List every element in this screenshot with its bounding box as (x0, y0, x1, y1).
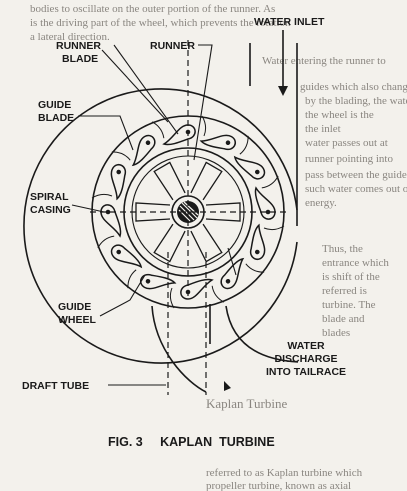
guide-blade (91, 193, 122, 238)
runner-blade (190, 223, 223, 263)
leader-lines (71, 44, 237, 386)
spiral-casing-outline (23, 88, 298, 364)
bg-line: blades (322, 327, 350, 339)
guide-blade (131, 121, 165, 167)
label-water-discharge-line3: INTO TAILRACE (266, 366, 346, 378)
bg-line: referred to as Kaplan turbine which (206, 467, 363, 479)
guide-blade (169, 278, 214, 309)
bg-line: referred is (322, 285, 367, 297)
bg-line: is the driving part of the wheel, which … (30, 17, 291, 29)
discharge-flow-line (225, 305, 299, 363)
label-water-discharge-line2: DISCHARGE (274, 353, 337, 365)
label-water-discharge-line1: WATER (287, 340, 325, 352)
label-guide-wheel-line1: GUIDE (58, 301, 91, 313)
bg-line: Thus, the (322, 243, 363, 255)
label-runner-blade-line1: RUNNER (56, 40, 101, 52)
background-page-text: bodies to oscillate on the outer portion… (30, 3, 407, 491)
guide-blade (110, 151, 131, 201)
bg-line: runner pointing into (305, 153, 393, 165)
label-runner: RUNNER (150, 40, 195, 52)
label-runner-blade-line2: BLADE (62, 53, 98, 65)
figure-caption: FIG. 3 KAPLAN TURBINE (108, 435, 275, 449)
bg-line: Kaplan Turbine (206, 396, 287, 411)
bg-line: the wheel is the (305, 109, 374, 121)
guide-blade (97, 235, 143, 269)
shaft-hatching (178, 201, 199, 222)
bg-line: guides which also changes the (300, 81, 407, 93)
guide-blade (245, 223, 266, 273)
bg-line: the inlet (305, 123, 341, 135)
guide-blade (233, 155, 279, 189)
bg-line: energy. (305, 197, 337, 209)
label-water-inlet: WATER INLET (254, 16, 325, 28)
bg-line: water passes out at (305, 137, 388, 149)
guide-blade (162, 115, 207, 146)
runner-blades (135, 161, 241, 263)
label-draft-tube: DRAFT TUBE (22, 380, 89, 392)
runner-blade (153, 223, 186, 263)
draft-tube-flow-line (151, 305, 207, 393)
label-spiral-casing-line1: SPIRAL (30, 191, 69, 203)
bg-line: is shift of the (322, 271, 380, 283)
bg-line: pass between the guide (305, 169, 407, 181)
guide-blade (254, 186, 285, 231)
bg-line: Water entering the runner to (262, 55, 386, 67)
label-spiral-casing-line2: CASING (30, 204, 71, 216)
label-guide-wheel-line2: WHEEL (58, 314, 97, 326)
water-inlet-arrowhead (278, 86, 288, 96)
bg-line: turbine. The (322, 299, 376, 311)
draft-tube-outline (167, 252, 207, 395)
water-inlet-pipe (249, 43, 298, 226)
runner-blade (190, 161, 223, 201)
bg-line: blade and (322, 313, 365, 325)
bg-line: entrance which (322, 257, 389, 269)
label-guide-blade-line1: GUIDE (38, 99, 71, 111)
leader-arrowhead (224, 381, 231, 391)
bg-line: by the blading, the water is (305, 95, 407, 107)
label-guide-blade-line2: BLADE (38, 112, 74, 124)
runner-blade (153, 161, 186, 201)
guide-blade (127, 269, 177, 290)
bg-line: propeller turbine, known as axial (206, 480, 351, 491)
bg-line: bodies to oscillate on the outer portion… (30, 3, 275, 15)
bg-line: a lateral direction. (30, 31, 110, 43)
guide-blade (199, 134, 249, 155)
bg-line: such water comes out of (305, 183, 407, 195)
